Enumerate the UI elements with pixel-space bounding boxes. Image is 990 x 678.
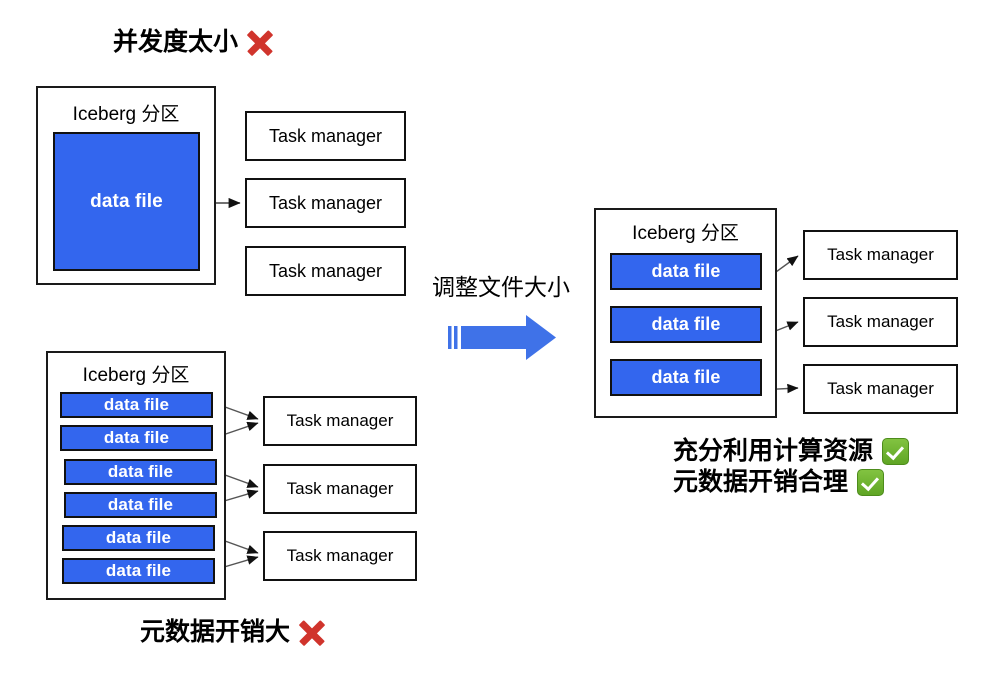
right-block-arrow-icon <box>448 315 556 360</box>
data-file-block: data file <box>60 392 213 418</box>
task-manager-box: Task manager <box>263 531 417 581</box>
task-manager-box: Task manager <box>803 230 958 280</box>
cross-mark-icon <box>247 30 273 56</box>
heading-right-line1-text: 充分利用计算资源 <box>673 437 874 465</box>
partition-title: Iceberg 分区 <box>82 365 190 386</box>
task-manager-box: Task manager <box>263 464 417 514</box>
partition-title: Iceberg 分区 <box>72 104 180 125</box>
data-file-block: data file <box>62 558 215 584</box>
data-file-block: data file <box>62 525 215 551</box>
transition-label: 调整文件大小 <box>432 274 570 300</box>
heading-right: 充分利用计算资源 元数据开销合理 <box>673 437 910 498</box>
task-manager-box: Task manager <box>263 396 417 446</box>
partition-title: Iceberg 分区 <box>632 223 739 244</box>
data-file-block: data file <box>610 253 762 290</box>
cross-mark-icon <box>299 620 325 646</box>
task-manager-box: Task manager <box>245 178 406 228</box>
check-mark-icon <box>857 468 885 496</box>
heading-right-line2-text: 元数据开销合理 <box>673 467 849 496</box>
heading-right-line2: 元数据开销合理 <box>673 468 909 498</box>
task-manager-box: Task manager <box>245 111 406 161</box>
task-manager-box: Task manager <box>803 297 958 347</box>
heading-top-left: 并发度太小 <box>113 28 273 58</box>
partition-right: Iceberg 分区 data file data file data file <box>594 208 777 418</box>
data-file-block: data file <box>53 132 200 271</box>
task-manager-box: Task manager <box>803 364 958 414</box>
data-file-block: data file <box>610 359 762 396</box>
heading-top-left-text: 并发度太小 <box>113 28 239 56</box>
data-file-block: data file <box>64 459 217 485</box>
data-file-block: data file <box>610 306 762 343</box>
partition-bottom-left: Iceberg 分区 data file data file data file… <box>46 351 226 600</box>
heading-bottom-left: 元数据开销大 <box>140 618 325 648</box>
heading-bottom-left-text: 元数据开销大 <box>140 618 291 646</box>
task-manager-box: Task manager <box>245 246 406 296</box>
check-mark-icon <box>882 438 910 466</box>
partition-top-left: Iceberg 分区 data file <box>36 86 216 285</box>
data-file-block: data file <box>60 425 213 451</box>
heading-right-line1: 充分利用计算资源 <box>673 437 910 467</box>
data-file-block: data file <box>64 492 217 518</box>
